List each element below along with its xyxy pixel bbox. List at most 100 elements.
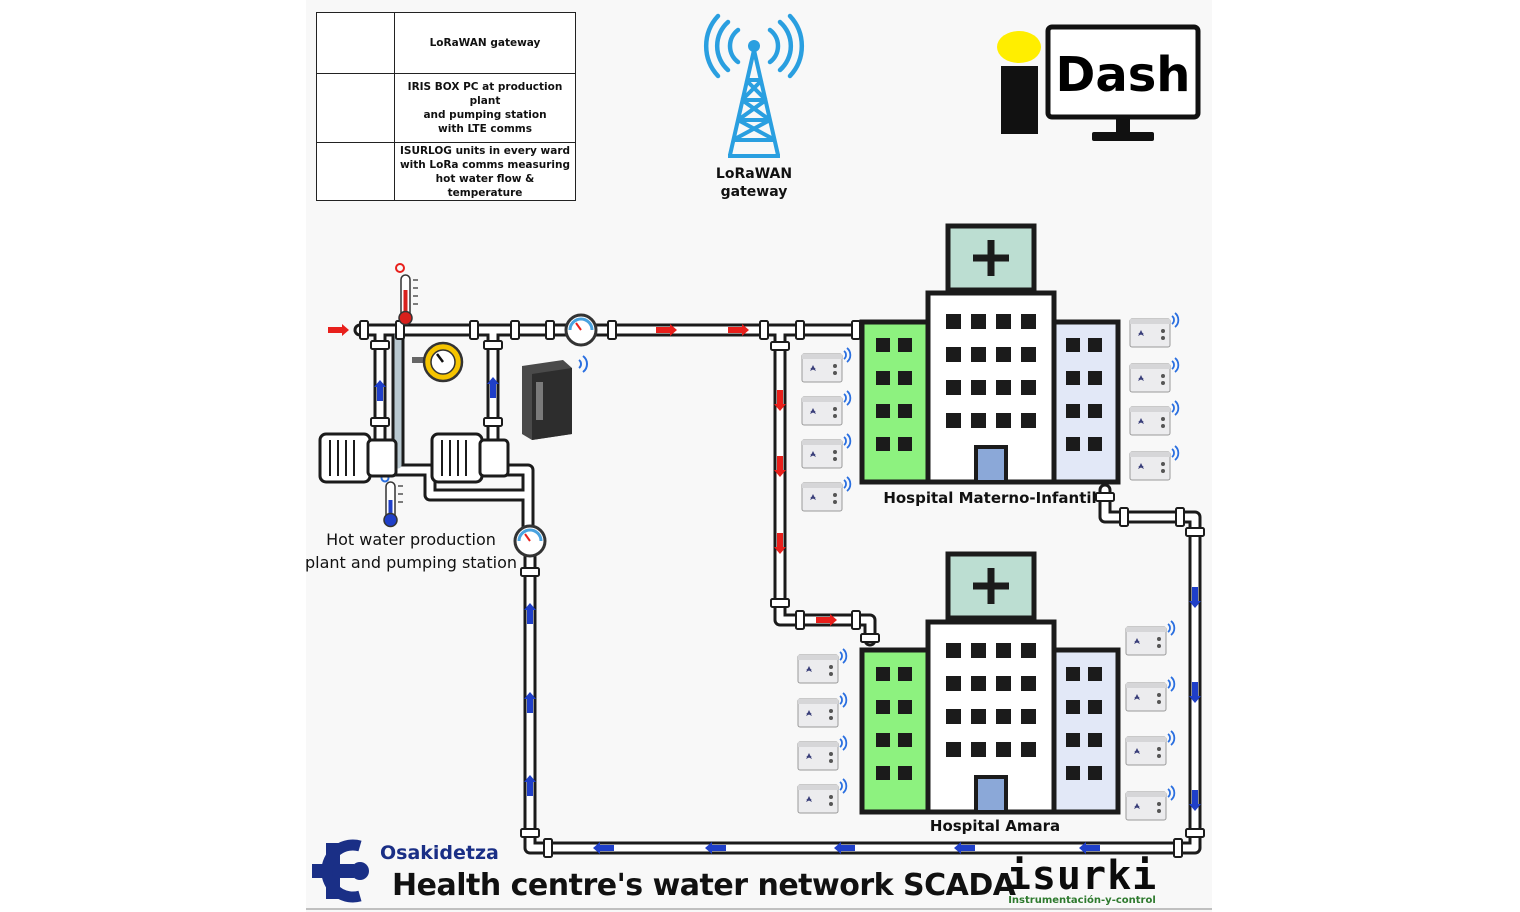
building-window bbox=[1021, 380, 1036, 395]
pump-motor-left-icon bbox=[318, 432, 398, 484]
isurlog-units-amara-right bbox=[1125, 620, 1176, 821]
dash-logo-text: Dash bbox=[1055, 47, 1191, 103]
building-window bbox=[1066, 338, 1080, 352]
building-window bbox=[1088, 700, 1102, 714]
isurki-tagline: Instrumentación-y-control bbox=[1008, 895, 1156, 906]
building-window bbox=[1066, 667, 1080, 681]
legend-text-iris-box: IRIS BOX PC at production plant and pump… bbox=[407, 81, 563, 135]
building-window bbox=[1088, 766, 1102, 780]
building-window bbox=[946, 709, 961, 724]
isurki-logo-text: isurki bbox=[1006, 853, 1158, 899]
legend-table: LoRaWAN gateway IRIS BOX PC at productio… bbox=[316, 12, 576, 201]
building-window bbox=[996, 742, 1011, 757]
building-window bbox=[996, 413, 1011, 428]
cold-thermometer-icon bbox=[380, 473, 403, 528]
building-window bbox=[996, 380, 1011, 395]
osakidetza-logo-icon bbox=[312, 839, 369, 903]
building-window bbox=[898, 667, 912, 681]
gateway-label: LoRaWAN gateway bbox=[715, 166, 793, 200]
building-window bbox=[1066, 700, 1080, 714]
osakidetza-name: Osakidetza bbox=[380, 842, 499, 864]
building-window bbox=[1066, 733, 1080, 747]
pump-motor-right-icon bbox=[430, 432, 510, 484]
building-window bbox=[876, 733, 890, 747]
legend-icon-cell bbox=[317, 143, 395, 200]
legend-icon-cell bbox=[317, 74, 395, 142]
plant-label: Hot water production plant and pumping s… bbox=[304, 530, 518, 572]
building-window bbox=[876, 437, 890, 451]
building-window bbox=[876, 371, 890, 385]
building-window bbox=[898, 733, 912, 747]
building-window bbox=[1088, 371, 1102, 385]
building-window bbox=[946, 380, 961, 395]
building-window bbox=[971, 413, 986, 428]
building-window bbox=[1088, 733, 1102, 747]
building-window bbox=[1088, 338, 1102, 352]
building-window bbox=[1088, 437, 1102, 451]
building-window bbox=[898, 371, 912, 385]
pressure-gauge-icon bbox=[412, 341, 464, 383]
building-window bbox=[946, 742, 961, 757]
hospital-amara-building bbox=[859, 551, 1121, 815]
building-window bbox=[971, 347, 986, 362]
flow-meter-top-icon bbox=[564, 313, 598, 347]
flow-meter-return-icon bbox=[513, 524, 547, 558]
building-window bbox=[1021, 413, 1036, 428]
building-window bbox=[1066, 766, 1080, 780]
building-window bbox=[898, 404, 912, 418]
hot-thermometer-icon bbox=[395, 263, 418, 326]
building-window bbox=[996, 676, 1011, 691]
lorawan-gateway-tower-icon bbox=[703, 13, 805, 158]
building-window bbox=[1066, 404, 1080, 418]
building-window bbox=[946, 314, 961, 329]
building-window bbox=[971, 314, 986, 329]
building-window bbox=[971, 709, 986, 724]
building-window bbox=[996, 314, 1011, 329]
legend-text-isurlog: ISURLOG units in every ward with LoRa co… bbox=[399, 144, 571, 199]
building-window bbox=[1021, 643, 1036, 658]
building-window bbox=[971, 676, 986, 691]
building-window bbox=[996, 347, 1011, 362]
legend-icon-cell bbox=[317, 13, 395, 73]
building-window bbox=[971, 742, 986, 757]
building-window bbox=[898, 700, 912, 714]
hospital-materno-infantil-building bbox=[859, 223, 1121, 485]
building-window bbox=[1021, 676, 1036, 691]
building-window bbox=[876, 404, 890, 418]
building-window bbox=[876, 766, 890, 780]
building-window bbox=[876, 700, 890, 714]
building-window bbox=[946, 413, 961, 428]
building-window bbox=[876, 338, 890, 352]
building-window bbox=[946, 347, 961, 362]
isurlog-units-materno-left bbox=[801, 347, 852, 512]
building-window bbox=[1021, 314, 1036, 329]
hospital-amara-label: Hospital Amara bbox=[929, 817, 1061, 835]
building-window bbox=[1021, 347, 1036, 362]
legend-row-iris-box: IRIS BOX PC at production plant and pump… bbox=[317, 74, 575, 143]
building-window bbox=[876, 667, 890, 681]
building-window bbox=[946, 676, 961, 691]
building-window bbox=[1021, 742, 1036, 757]
building-window bbox=[898, 437, 912, 451]
building-window bbox=[1088, 667, 1102, 681]
building-window bbox=[898, 766, 912, 780]
building-window bbox=[996, 643, 1011, 658]
diagram-title: Health centre's water network SCADA bbox=[392, 868, 1016, 903]
building-window bbox=[971, 643, 986, 658]
building-window bbox=[1088, 404, 1102, 418]
legend-row-gateway: LoRaWAN gateway bbox=[317, 13, 575, 74]
building-window bbox=[1021, 709, 1036, 724]
iris-box-pc-icon bbox=[522, 355, 588, 440]
building-window bbox=[898, 338, 912, 352]
legend-text-gateway: LoRaWAN gateway bbox=[429, 37, 541, 49]
isurlog-units-amara-left bbox=[797, 648, 848, 814]
building-window bbox=[946, 643, 961, 658]
idash-monitor-icon bbox=[997, 24, 1201, 141]
hospital-materno-infantil-label: Hospital Materno-Infantil bbox=[883, 489, 1097, 507]
building-window bbox=[971, 380, 986, 395]
isurlog-units-materno-right bbox=[1129, 312, 1180, 481]
building-window bbox=[1066, 437, 1080, 451]
building-window bbox=[996, 709, 1011, 724]
legend-row-isurlog: ISURLOG units in every ward with LoRa co… bbox=[317, 143, 575, 200]
